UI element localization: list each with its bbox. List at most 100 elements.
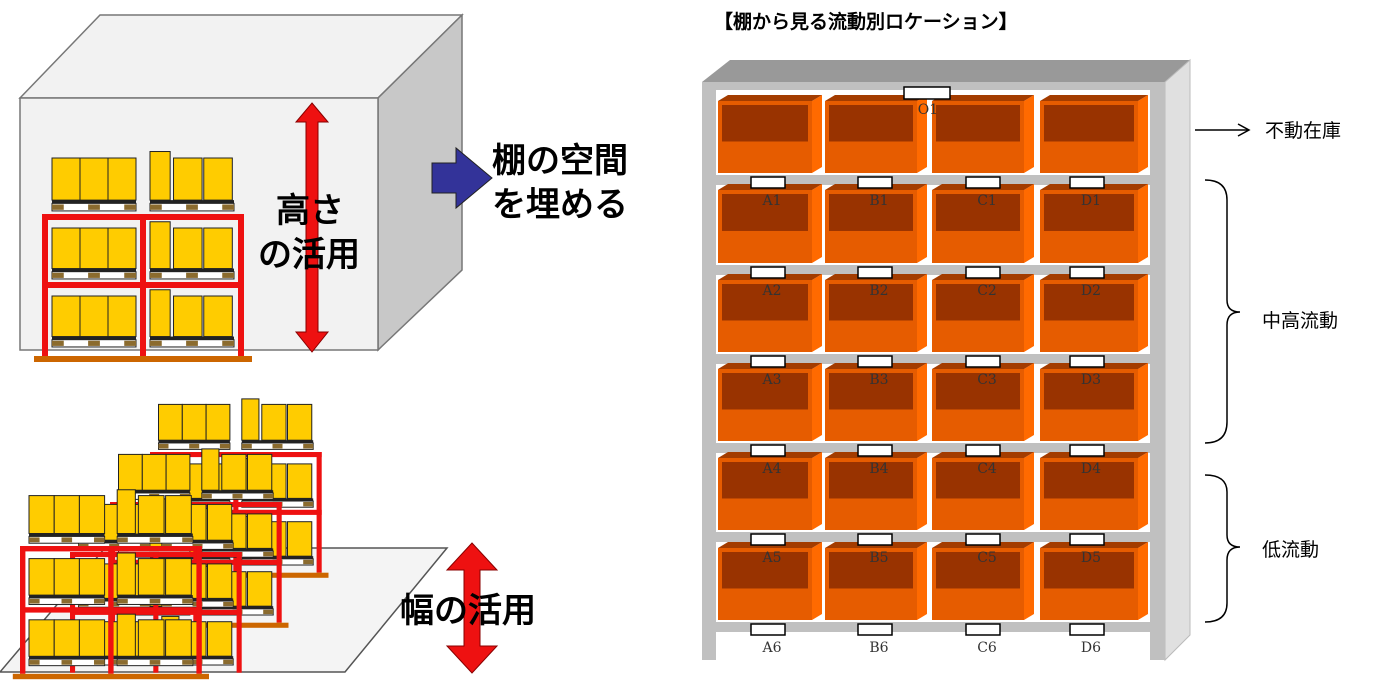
box bbox=[181, 403, 207, 441]
pallet-block bbox=[52, 204, 64, 210]
location-label: C5 bbox=[977, 550, 997, 566]
pallet-deck bbox=[241, 440, 314, 443]
pallet-block bbox=[88, 204, 100, 210]
pallet bbox=[149, 289, 235, 348]
rack-post bbox=[238, 214, 244, 356]
pallet bbox=[28, 495, 106, 544]
bin-side bbox=[1024, 363, 1034, 441]
box bbox=[53, 495, 80, 535]
low-flow-label: 低流動 bbox=[1262, 539, 1319, 561]
pallet-block bbox=[186, 340, 198, 346]
bin-inner bbox=[1044, 373, 1134, 410]
label-tag bbox=[750, 355, 786, 368]
box bbox=[107, 157, 137, 201]
box bbox=[116, 552, 136, 596]
location-label: B1 bbox=[869, 193, 888, 209]
pallet-deck bbox=[158, 440, 230, 443]
rack-post bbox=[20, 546, 26, 674]
bin-inner bbox=[936, 284, 1020, 321]
pallet-block bbox=[303, 501, 314, 507]
pallet-block bbox=[182, 598, 193, 604]
bin-inner bbox=[722, 373, 808, 410]
label-tag bbox=[750, 266, 786, 279]
location-label: D4 bbox=[1081, 461, 1101, 477]
pallet-block bbox=[29, 537, 40, 543]
bin-inner bbox=[722, 194, 808, 231]
box bbox=[206, 503, 233, 541]
box bbox=[28, 495, 55, 535]
shelf-board bbox=[702, 532, 1165, 542]
box bbox=[51, 227, 81, 270]
bin-inner bbox=[829, 284, 913, 321]
pallet-block bbox=[150, 340, 162, 346]
pallet-block bbox=[88, 272, 100, 278]
box bbox=[79, 295, 109, 338]
pallet-deck bbox=[52, 268, 136, 272]
box bbox=[78, 619, 106, 657]
pallet bbox=[28, 619, 106, 667]
shelf-board bbox=[702, 354, 1165, 364]
bin-side bbox=[1024, 184, 1034, 263]
box bbox=[149, 221, 171, 270]
location-label: O1 bbox=[918, 102, 938, 118]
location-label: A3 bbox=[761, 372, 781, 388]
pallet-block bbox=[219, 443, 230, 449]
box bbox=[28, 558, 55, 596]
box bbox=[203, 295, 233, 338]
box bbox=[158, 403, 183, 441]
storage-bin bbox=[825, 363, 927, 441]
bin-side bbox=[812, 542, 822, 620]
shelf-board bbox=[702, 622, 1165, 632]
pallet-block bbox=[124, 204, 136, 210]
box bbox=[116, 489, 136, 535]
pallet-block bbox=[222, 204, 234, 210]
label-tag bbox=[750, 533, 786, 546]
label-tag bbox=[1069, 444, 1105, 457]
pallet bbox=[116, 552, 194, 605]
rack-post bbox=[42, 214, 48, 356]
label-tag bbox=[750, 444, 786, 457]
bin-side bbox=[1138, 184, 1148, 263]
pallet-block bbox=[149, 660, 161, 665]
box bbox=[203, 227, 233, 270]
box bbox=[173, 227, 203, 270]
pallet-deck bbox=[150, 200, 234, 204]
arrow-icon bbox=[1195, 123, 1251, 137]
storage-bin bbox=[718, 95, 822, 173]
pallet-block bbox=[94, 598, 105, 604]
location-label: B6 bbox=[869, 640, 888, 656]
location-label: A4 bbox=[761, 461, 781, 477]
pallet-deck bbox=[150, 268, 234, 272]
location-label: C6 bbox=[977, 640, 997, 656]
box bbox=[78, 558, 106, 596]
box bbox=[261, 403, 287, 441]
rack-post bbox=[233, 452, 239, 573]
pallet-racks-wide bbox=[12, 398, 329, 680]
label-tag bbox=[965, 623, 1001, 636]
storage-bin bbox=[1040, 542, 1148, 620]
box bbox=[137, 619, 165, 657]
pallet-deck bbox=[117, 595, 193, 598]
pallet-block bbox=[29, 598, 40, 604]
pallet-block bbox=[303, 559, 314, 565]
rack-post bbox=[108, 546, 114, 674]
pallet-block bbox=[189, 443, 200, 449]
pallet-block bbox=[303, 443, 314, 449]
storage-bin bbox=[932, 542, 1034, 620]
bin-side bbox=[1024, 452, 1034, 530]
pallet-block bbox=[124, 340, 136, 346]
height-label-line1: 高さ bbox=[276, 191, 344, 231]
bin-side bbox=[1138, 452, 1148, 530]
box bbox=[173, 295, 203, 338]
box bbox=[149, 151, 171, 201]
storage-bin bbox=[718, 184, 822, 263]
pallet-deck bbox=[78, 540, 150, 543]
floor-base bbox=[34, 356, 252, 362]
pallet bbox=[28, 558, 106, 605]
label-tag bbox=[965, 444, 1001, 457]
box bbox=[149, 289, 171, 338]
storage-bin bbox=[825, 452, 927, 530]
pallet-deck bbox=[201, 548, 274, 552]
pallet-block bbox=[150, 204, 162, 210]
pallet bbox=[149, 221, 235, 280]
